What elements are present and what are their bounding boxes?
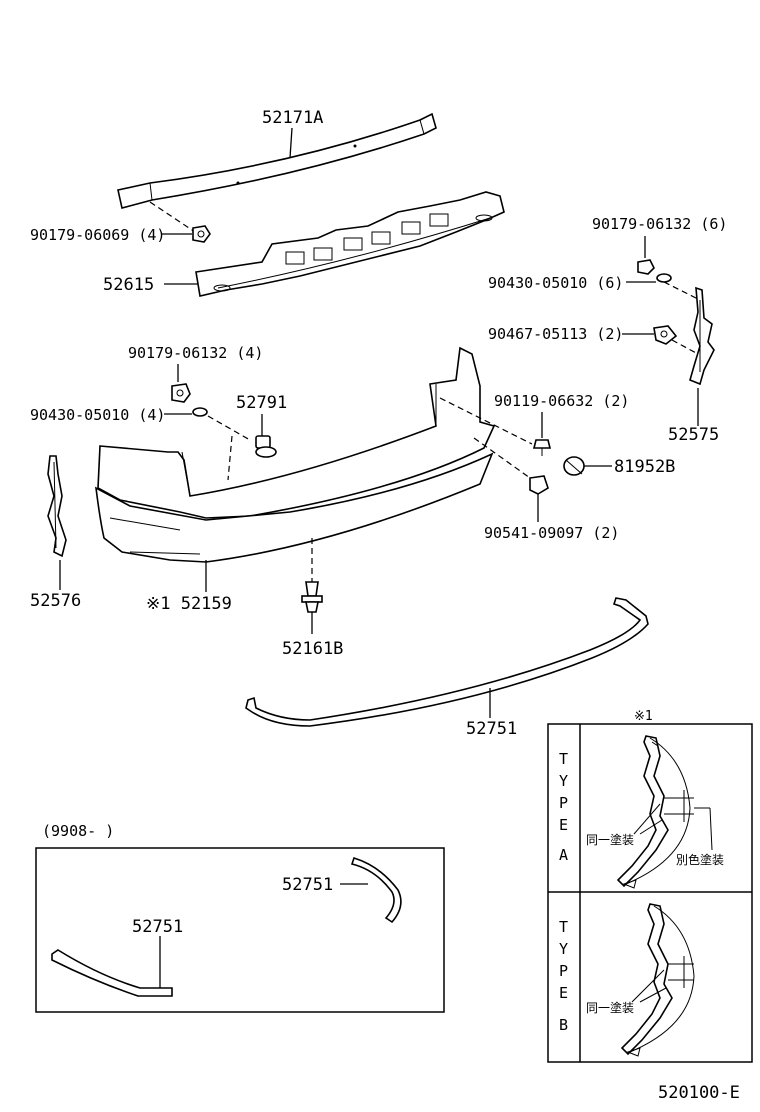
svg-text:E: E [559,984,568,1002]
svg-text:A: A [559,846,568,864]
svg-text:P: P [559,962,568,980]
period-inset-frame [35,847,445,1013]
label-52575[interactable]: 52575 [668,425,719,445]
svg-text:P: P [559,794,568,812]
bumper-cover[interactable] [95,346,496,563]
washer-icon[interactable] [656,273,672,283]
label-other-paint-a: 別色塗装 [676,852,724,867]
stopper-icon[interactable] [255,435,277,458]
svg-text:E: E [559,816,568,834]
nut-icon[interactable] [637,259,655,275]
diagram-code: 520100-E [658,1083,740,1103]
label-90179-06132-4[interactable]: 90179-06132 (4) [128,344,263,362]
type-b-profile [620,903,695,1057]
label-81952B[interactable]: 81952B [614,457,675,477]
label-52615[interactable]: 52615 [103,275,154,295]
label-52159[interactable]: ※1 52159 [146,594,232,614]
label-52161B[interactable]: 52161B [282,639,343,659]
label-52751-main[interactable]: 52751 [466,719,517,739]
bumper-retainer[interactable] [195,191,505,297]
nut-icon[interactable] [192,225,211,243]
label-52576[interactable]: 52576 [30,591,81,611]
label-52751-inset-lower[interactable]: 52751 [132,917,183,937]
type-a-profile [616,735,713,889]
molding-strip[interactable] [350,857,402,924]
label-90119-06632[interactable]: 90119-06632 (2) [494,392,629,410]
svg-text:T: T [559,750,568,768]
label-90467-05113[interactable]: 90467-05113 (2) [488,325,623,343]
cap-icon[interactable] [563,456,585,476]
clip-icon[interactable] [529,475,549,495]
reinforcement-bar[interactable] [117,112,437,209]
label-52791[interactable]: 52791 [236,393,287,413]
molding-strip[interactable] [245,597,649,727]
svg-text:Y: Y [559,772,568,790]
label-same-paint-a: 同一塗装 [586,832,634,847]
label-52751-inset-upper[interactable]: 52751 [282,875,333,895]
bolt-icon[interactable] [532,439,552,456]
side-retainer-right[interactable] [689,286,715,386]
washer-icon[interactable] [192,407,208,417]
label-90179-06132-6[interactable]: 90179-06132 (6) [592,215,727,233]
label-period-range: (9908- ) [42,822,114,840]
label-note-1: ※1 [634,709,653,724]
svg-text:B: B [559,1016,568,1034]
clip-icon[interactable] [653,325,678,345]
svg-text:T: T [559,918,568,936]
molding-strip[interactable] [51,949,173,997]
clip-icon[interactable] [301,581,323,613]
label-90179-06069[interactable]: 90179-06069 (4) [30,226,165,244]
type-b-label: T Y P E B [559,918,568,1034]
label-90541-09097[interactable]: 90541-09097 (2) [484,524,619,542]
label-52171A[interactable]: 52171A [262,108,323,128]
type-a-label: T Y P E A [559,750,568,864]
label-same-paint-b: 同一塗装 [586,1000,634,1015]
nut-icon[interactable] [171,383,191,403]
svg-text:Y: Y [559,940,568,958]
leader-52171A [289,127,293,159]
side-retainer-left[interactable] [47,455,67,558]
type-panel-frame [547,723,753,1063]
label-90430-05010-4[interactable]: 90430-05010 (4) [30,406,165,424]
label-90430-05010-6[interactable]: 90430-05010 (6) [488,274,623,292]
